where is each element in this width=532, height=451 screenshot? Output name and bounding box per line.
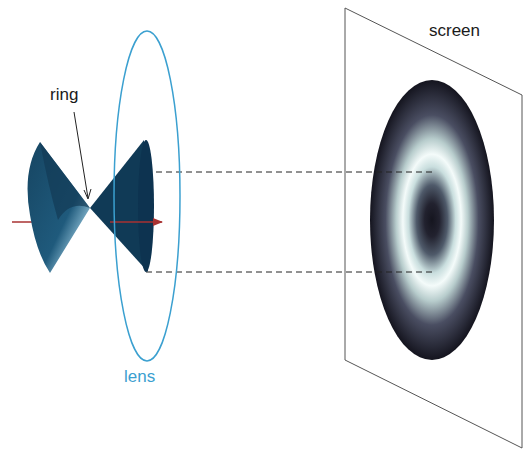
lens-outline (114, 31, 180, 361)
leader-line (74, 112, 88, 198)
ring-pattern (370, 80, 494, 360)
projection-line (146, 172, 432, 173)
projection-line (146, 272, 432, 273)
screen-plane (345, 8, 522, 448)
leader-head (84, 189, 91, 199)
lens-label: lens (124, 368, 155, 387)
left-cone-shade (40, 142, 90, 220)
axis-arrow (110, 221, 162, 222)
left-cone (28, 142, 90, 273)
cone-base (138, 140, 154, 272)
ring-label: ring (50, 86, 78, 105)
screen-label: screen (429, 22, 480, 41)
